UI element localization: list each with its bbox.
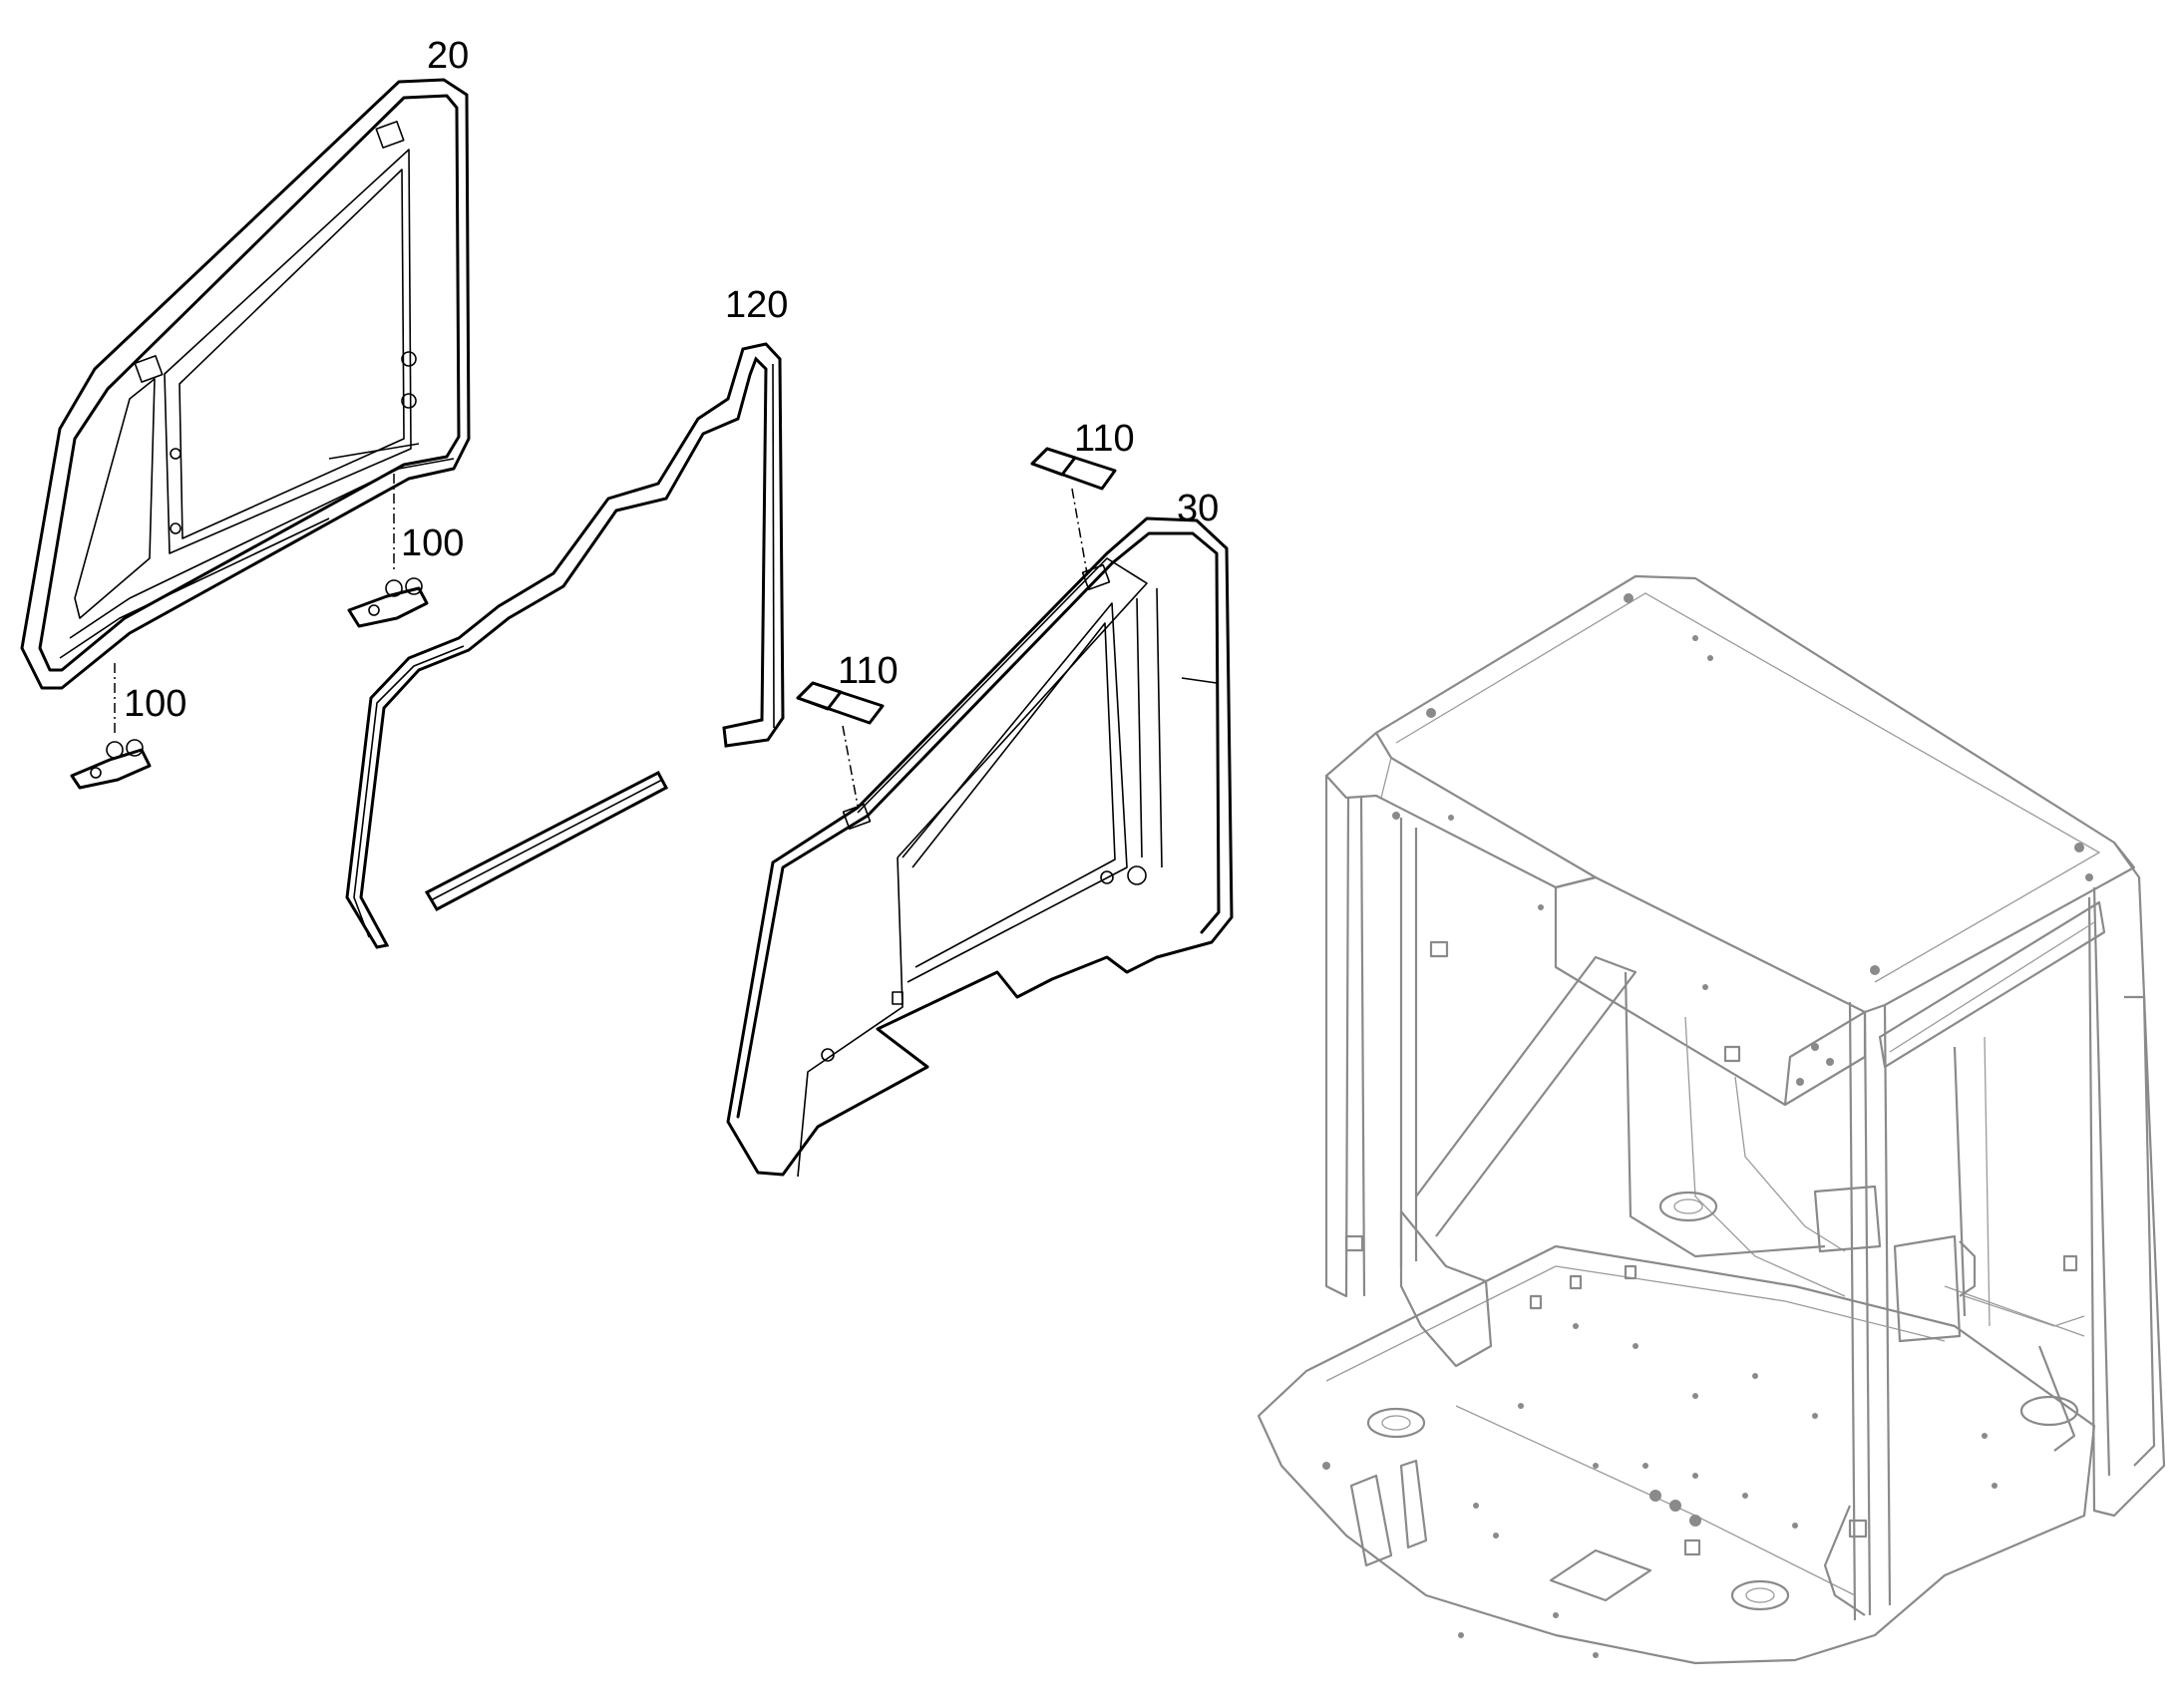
- part-100-hinge-lower: [70, 663, 152, 790]
- part-20-side-frame: [20, 78, 471, 690]
- callout-110-upper: 110: [1074, 418, 1135, 460]
- cab-structure: [1257, 574, 2166, 1665]
- callout-120: 120: [725, 284, 788, 326]
- callout-20: 20: [427, 35, 469, 77]
- callout-100-upper: 100: [401, 522, 464, 564]
- part-30-side-frame: [726, 516, 1234, 1178]
- callout-110-lower: 110: [838, 650, 899, 692]
- part-100-hinge-upper: [347, 474, 429, 628]
- part-110-pad-lower: [796, 681, 885, 807]
- callout-30: 30: [1177, 488, 1219, 529]
- callout-100-lower: 100: [124, 683, 186, 725]
- part-110-pad-upper: [1030, 447, 1117, 574]
- part-120-gasket: [345, 342, 785, 949]
